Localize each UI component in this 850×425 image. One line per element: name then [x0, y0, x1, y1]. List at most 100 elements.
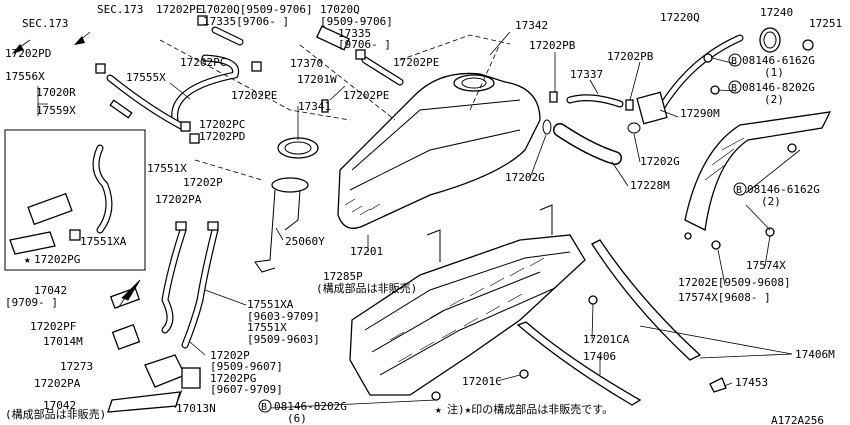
part-label-l17337: 17337: [570, 68, 603, 81]
part-label-l17202p-b: 17202P: [210, 349, 250, 362]
part-label-l17556x: 17556X: [5, 70, 45, 83]
filler-tube: [636, 27, 814, 125]
part-label-l17220q: 17220Q: [660, 11, 700, 24]
part-label-l17013n: 17013N: [176, 402, 216, 415]
bolt-marker-b: B: [261, 402, 267, 413]
fuel-hoses-17551: [161, 221, 219, 349]
part-label-l17202pc-a: 17202PC: [180, 56, 226, 69]
part-label-l17201c: 17201C: [462, 375, 502, 388]
star-markers: ★ ★: [24, 253, 442, 416]
part-label-l17240: 17240: [760, 6, 793, 19]
part-label-l17551x-a: 17551X: [147, 162, 187, 175]
bolt-marker-b: B: [731, 56, 737, 67]
part-label-l17202pe-b: 17202PE: [231, 89, 277, 102]
bolt-marker-b: B: [731, 83, 737, 94]
part-label-l17020q-b: 17020Q: [320, 3, 360, 16]
part-label-l25060y: 25060Y: [285, 235, 325, 248]
part-label-l17335-a: 17335[9706- ]: [203, 15, 289, 28]
part-label-l17551x-b: 17551X: [247, 321, 287, 334]
part-label-b08146-8202g-b-qty: (6): [287, 412, 307, 425]
part-label-l9607-9709: [9607-9709]: [210, 383, 283, 396]
part-label-l17201w: 17201W: [297, 73, 337, 86]
part-label-l17020r: 17020R: [36, 86, 76, 99]
part-label-l17228m: 17228M: [630, 179, 670, 192]
part-label-b08146-6162g-a: 08146-6162G: [742, 54, 815, 67]
part-label-l17342: 17342: [515, 19, 548, 32]
part-label-l9509-9603: [9509-9603]: [247, 333, 320, 346]
section-arrows: [12, 31, 91, 54]
part-label-l17202pe-mid: 17202PE: [393, 56, 439, 69]
part-label-l17202pa-a: 17202PA: [155, 193, 202, 206]
part-label-b08146-6162g-a-qty: (1): [764, 66, 784, 79]
tank-strap-17406: [516, 321, 642, 406]
bolt-markers: B B B B: [258, 53, 747, 413]
fuel-gauge-unit: [254, 99, 329, 273]
part-label-l17202p-a: 17202P: [183, 176, 223, 189]
part-label-l17370: 17370: [290, 57, 323, 70]
filler-hose: [542, 119, 641, 165]
star-marker: ★: [435, 403, 442, 416]
bolt-marker-b: B: [736, 185, 742, 196]
evap-hoses: [95, 15, 404, 144]
part-label-l17574x-b: 17574X[9608- ]: [678, 291, 771, 304]
part-label-l17042-b: 17042: [43, 399, 76, 412]
part-label-l17551xa-a: 17551XA: [80, 235, 127, 248]
part-label-l17285p: 17285P: [323, 270, 363, 283]
part-label-l17201ca: 17201CA: [583, 333, 630, 346]
part-label-sec173-left: SEC.173: [22, 17, 68, 30]
part-label-b08146-6162g-b-qty: (2): [761, 195, 781, 208]
part-label-l17574x-a: 17574X: [746, 259, 786, 272]
part-label-l17020q-a: 17020Q[9509-9706]: [200, 3, 313, 16]
part-labels: SEC.173SEC.17317202PE17020Q[9509-9706]17…: [5, 3, 842, 425]
part-label-l17202g-b: 17202G: [505, 171, 545, 184]
part-label-b08146-8202g-b: 08146-8202G: [274, 400, 347, 413]
part-label-l17406: 17406: [583, 350, 616, 363]
part-label-l17202pb-b: 17202PB: [607, 50, 654, 63]
part-label-l9706-b: [9706- ]: [338, 38, 391, 51]
tank-protector: [349, 204, 586, 396]
part-label-l17201: 17201: [350, 245, 383, 258]
part-label-footnote: 注)★印の構成部品は非販売です。: [447, 402, 613, 416]
inset-fuel-pump-detail: [4, 129, 146, 309]
part-label-l17202pg-a: 17202PG: [34, 253, 80, 266]
filler-protector-17290m: [684, 111, 832, 231]
part-label-l9709-a: [9709- ]: [5, 296, 58, 309]
fuel-pump-assembly: [107, 287, 201, 413]
part-label-l17559x: 17559X: [36, 104, 76, 117]
part-label-l17335-b: 17335: [338, 27, 371, 40]
part-label-l17285p-note: (構成部品は非販売): [316, 281, 417, 295]
part-label-l9603-9709: [9603-9709]: [247, 310, 320, 323]
star-marker: ★: [24, 253, 31, 266]
fuel-tank: [337, 72, 541, 252]
part-label-sec173-top: SEC.173: [97, 3, 143, 16]
part-label-l17551xa-b: 17551XA: [247, 298, 294, 311]
part-label-l17202pd-a: 17202PD: [5, 47, 51, 60]
part-label-diagram-code: A172A256: [771, 414, 824, 425]
part-label-l17273: 17273: [60, 360, 93, 373]
part-label-l17202e: 17202E[9509-9608]: [678, 276, 791, 289]
part-label-l17341: 17341: [298, 100, 331, 113]
part-label-l17202pb-a: 17202PB: [529, 39, 576, 52]
leader-lines: [37, 31, 801, 409]
part-label-l17202pg-b: 17202PG: [210, 372, 256, 385]
part-label-l17202pe-top: 17202PE: [156, 3, 202, 16]
part-label-b08146-8202g-a-qty: (2): [764, 93, 784, 106]
part-label-l17202pc-b: 17202PC: [199, 118, 245, 131]
part-label-l17202g-a: 17202G: [640, 155, 680, 168]
part-label-l17042-a: 17042: [34, 284, 67, 297]
part-label-l17014m: 17014M: [43, 335, 83, 348]
part-label-l17453: 17453: [735, 376, 768, 389]
part-label-l17202pe-c: 17202PE: [343, 89, 389, 102]
part-label-l9509-9706: [9509-9706]: [320, 15, 393, 28]
part-label-l9509-9607: [9509-9607]: [210, 360, 283, 373]
part-label-l-not-sold: (構成部品は非販売): [5, 407, 106, 421]
breather-hose: [549, 91, 634, 111]
part-label-l17406m: 17406M: [795, 348, 835, 361]
part-label-l17251: 17251: [809, 17, 842, 30]
part-label-l17202pd-b: 17202PD: [199, 130, 245, 143]
part-label-b08146-8202g-a: 08146-8202G: [742, 81, 815, 94]
tank-strap-17406m: [591, 239, 702, 361]
part-label-l17555x: 17555X: [126, 71, 166, 84]
